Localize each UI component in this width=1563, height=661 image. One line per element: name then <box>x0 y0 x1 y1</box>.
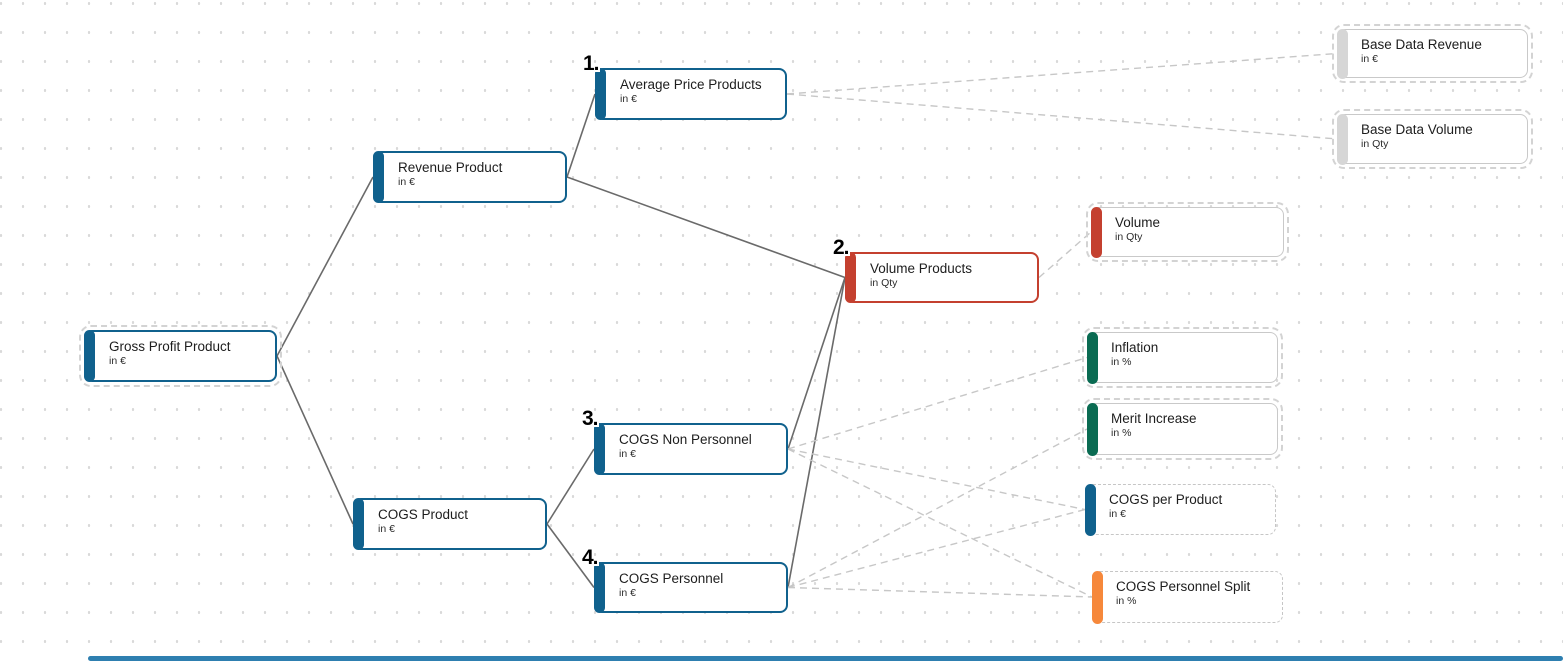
node-unit: in Qty <box>870 277 898 289</box>
node-title: Base Data Volume <box>1361 122 1473 137</box>
node-color-bar <box>845 252 856 303</box>
edge-gross-profit-product-to-cogs-product <box>276 355 354 525</box>
node-color-bar <box>1091 570 1103 624</box>
node-title: Volume <box>1115 215 1161 230</box>
node-color-bar <box>594 562 605 613</box>
node-title: COGS Product <box>378 507 469 522</box>
edge-cogs-product-to-cogs-personnel <box>546 523 595 588</box>
node-unit: in € <box>398 176 415 188</box>
node-unit: in € <box>378 523 395 535</box>
node-unit: in % <box>1111 427 1132 439</box>
node-title: Average Price Products <box>620 77 762 92</box>
node-title: Volume Products <box>870 261 973 276</box>
node-title: Base Data Revenue <box>1361 37 1482 52</box>
node-unit: in % <box>1116 595 1137 607</box>
node-order-badge: 4. <box>582 546 598 569</box>
edge-cogs-personnel-to-cogs-personnel-split <box>787 586 1093 598</box>
edge-cogs-non-personnel-to-cogs-personnel-split <box>787 448 1093 598</box>
node-order-badge: 2. <box>833 236 849 259</box>
node-unit: in € <box>1361 53 1378 65</box>
edge-cogs-personnel-to-cogs-per-product <box>787 508 1086 589</box>
edge-revenue-product-to-volume-products <box>566 176 846 279</box>
node-title: Inflation <box>1111 340 1159 355</box>
node-title: Revenue Product <box>398 160 503 175</box>
edge-average-price-products-to-base-data-volume <box>786 93 1338 140</box>
edge-volume-products-to-volume <box>1038 231 1092 279</box>
node-order-badge: 1. <box>583 52 599 75</box>
node-color-bar <box>1336 28 1348 79</box>
node-color-bar <box>353 498 364 550</box>
node-color-bar <box>1086 402 1098 456</box>
edge-average-price-products-to-base-data-revenue <box>786 52 1338 95</box>
node-order-badge: 3. <box>582 407 598 430</box>
node-title: COGS Personnel Split <box>1116 579 1251 594</box>
node-title: Gross Profit Product <box>109 339 231 354</box>
node-title: COGS Personnel <box>619 571 724 586</box>
node-unit: in Qty <box>1361 138 1389 150</box>
node-unit: in € <box>619 587 636 599</box>
node-unit: in € <box>1109 508 1126 520</box>
node-title: Merit Increase <box>1111 411 1197 426</box>
edge-cogs-non-personnel-to-inflation <box>787 356 1088 450</box>
node-unit: in Qty <box>1115 231 1143 243</box>
edge-gross-profit-product-to-revenue-product <box>276 176 374 357</box>
edge-cogs-personnel-to-merit-increase <box>787 428 1088 589</box>
node-unit: in € <box>619 448 636 460</box>
node-color-bar <box>595 68 606 120</box>
horizontal-scrollbar[interactable] <box>88 656 1563 661</box>
edge-volume-products-to-cogs-non-personnel <box>787 277 846 450</box>
edge-cogs-product-to-cogs-non-personnel <box>546 448 595 525</box>
node-color-bar <box>594 423 605 475</box>
node-color-bar <box>1084 483 1096 536</box>
edge-revenue-product-to-average-price-products <box>566 93 596 178</box>
node-color-bar <box>373 151 384 203</box>
node-color-bar <box>1090 206 1102 258</box>
node-color-bar <box>84 330 95 382</box>
node-color-bar <box>1336 113 1348 165</box>
node-unit: in € <box>620 93 637 105</box>
node-title: COGS per Product <box>1109 492 1223 507</box>
node-unit: in € <box>109 355 126 367</box>
node-unit: in % <box>1111 356 1132 368</box>
node-title: COGS Non Personnel <box>619 432 752 447</box>
edge-volume-products-to-cogs-personnel <box>787 277 846 588</box>
node-color-bar <box>1086 331 1098 384</box>
edge-cogs-non-personnel-to-cogs-per-product <box>787 448 1086 511</box>
